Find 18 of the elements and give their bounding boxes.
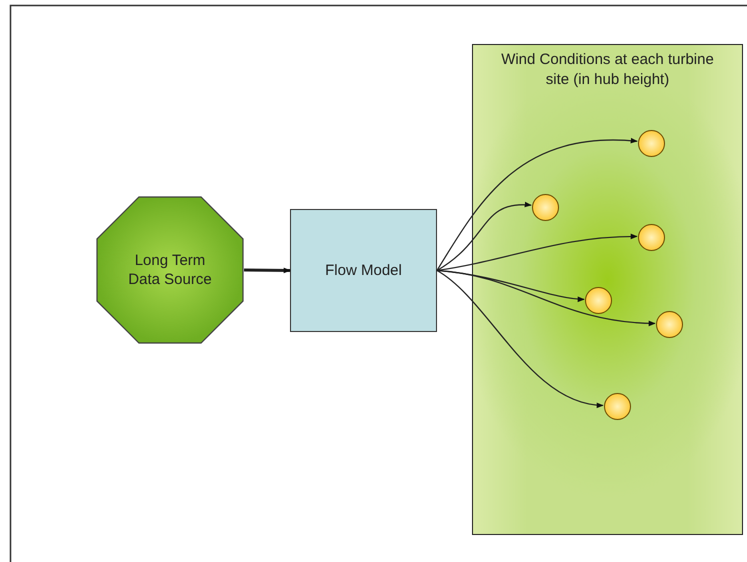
turbine-site-circle: [532, 194, 559, 221]
node-label: Flow Model: [325, 260, 402, 280]
process-box: [290, 209, 437, 332]
octagon-node: [96, 196, 244, 344]
node-label: Long Term Data Source: [127, 250, 213, 290]
arrow: [436, 270, 604, 408]
arrow: [436, 234, 638, 272]
turbine-site-circle: [638, 130, 665, 157]
turbine-site-circle: [656, 311, 683, 338]
node-label: Wind Conditions at each turbine site (in hub height): [500, 50, 715, 89]
arrow: [244, 268, 291, 274]
arrow: [436, 202, 532, 271]
arrow: [436, 138, 638, 271]
turbine-site-circle: [604, 393, 631, 420]
site-panel: [472, 44, 743, 535]
turbine-site-circle: [585, 287, 612, 314]
turbine-site-circle: [638, 224, 665, 251]
arrow: [436, 270, 656, 326]
